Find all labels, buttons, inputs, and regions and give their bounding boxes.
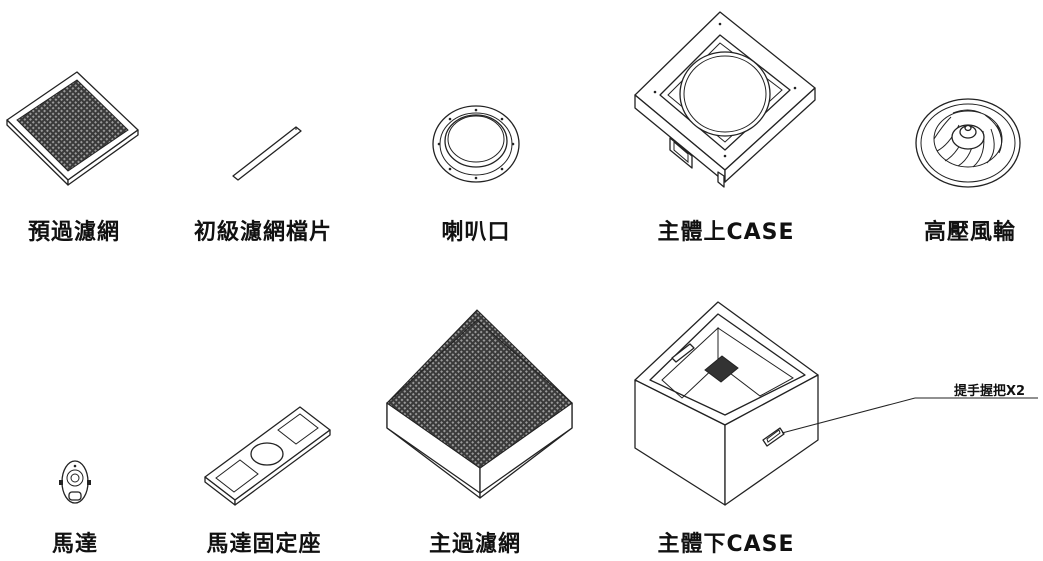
blower-wheel-drawing (913, 95, 1023, 190)
main-filter-label: 主過濾網 (428, 532, 522, 557)
horn-inlet-drawing (431, 104, 521, 184)
pre-filter-drawing (5, 70, 140, 186)
primary-filter-strip-label: 初級濾網檔片 (193, 220, 333, 245)
horn-inlet-label: 喇叭口 (441, 220, 511, 245)
handle-callout-label: 提手握把X2 (954, 384, 1026, 399)
blower-wheel-label: 高壓風輪 (923, 220, 1017, 245)
handle-callout-leader (781, 397, 1038, 434)
main-filter-drawing (385, 308, 575, 499)
upper-case-label: 主體上CASE (657, 220, 795, 245)
upper-case-drawing (630, 10, 820, 188)
primary-filter-strip-drawing (230, 124, 305, 182)
motor-mount-drawing (200, 402, 335, 507)
motor-mount-label: 馬達固定座 (206, 532, 322, 557)
lower-case-drawing (630, 300, 825, 510)
pre-filter-label: 預過濾網 (27, 220, 121, 245)
motor-label: 馬達 (51, 532, 99, 557)
motor-drawing (55, 458, 95, 506)
lower-case-label: 主體下CASE (657, 532, 795, 557)
